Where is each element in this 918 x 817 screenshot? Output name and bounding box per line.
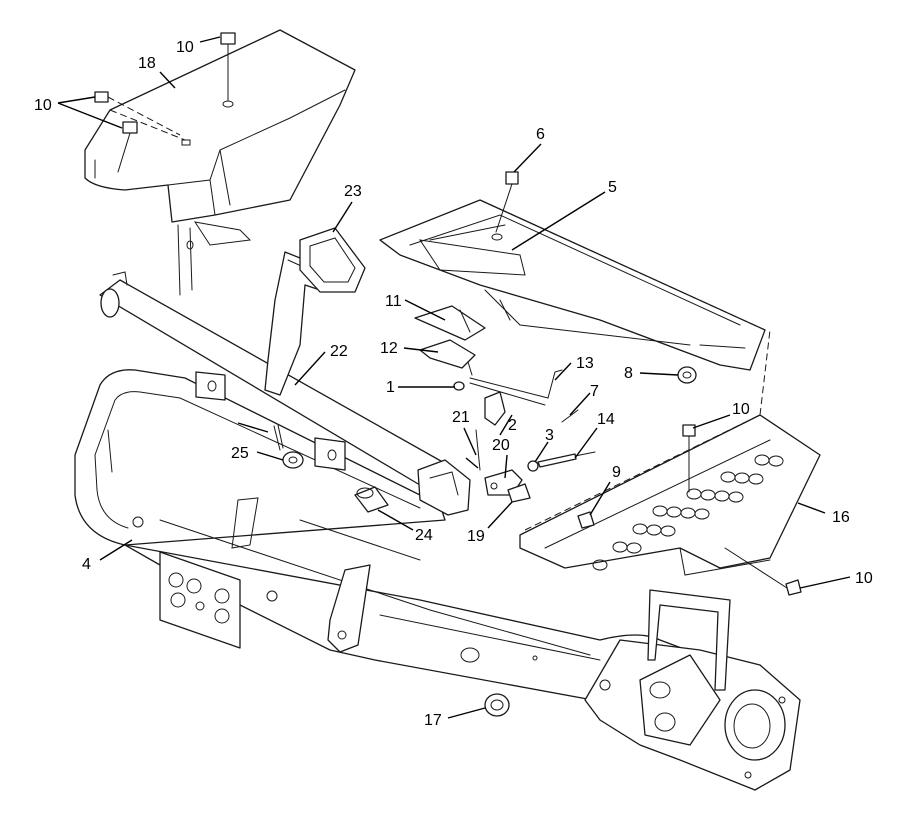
bolt-cover-mid bbox=[117, 121, 138, 173]
leader-lines bbox=[57, 36, 851, 719]
callout-15: 17 bbox=[424, 712, 442, 729]
callout-22: 23 bbox=[344, 183, 362, 200]
tread-hole bbox=[632, 523, 648, 535]
floor-plate bbox=[379, 199, 766, 371]
step-plate bbox=[519, 329, 821, 576]
callout-1: 1 bbox=[386, 379, 395, 396]
callout-3: 3 bbox=[545, 427, 554, 444]
tread-hole bbox=[754, 454, 770, 466]
axle-housing bbox=[584, 589, 801, 791]
callout-7: 7 bbox=[590, 383, 599, 400]
callout-13: 13 bbox=[576, 355, 594, 372]
cotter-25 bbox=[273, 424, 284, 451]
callout-10-top: 10 bbox=[176, 39, 194, 56]
callout-4: 4 bbox=[82, 556, 91, 573]
tread-hole bbox=[652, 505, 668, 517]
callout-11: 11 bbox=[385, 293, 402, 310]
bolt-cover-left bbox=[94, 91, 181, 136]
callout-19: 20 bbox=[492, 437, 510, 454]
bolt-9 bbox=[577, 511, 595, 529]
callout-12: 12 bbox=[380, 340, 398, 357]
callout-21: 22 bbox=[330, 343, 348, 360]
bolt-step-top bbox=[682, 424, 696, 493]
tread-hole bbox=[686, 488, 702, 500]
nut-1 bbox=[453, 381, 465, 391]
callout-2: 2 bbox=[508, 417, 517, 434]
callout-labels: 10 18 10 6 5 23 11 12 22 13 8 1 7 10 21 … bbox=[34, 39, 873, 729]
tread-hole bbox=[720, 471, 736, 483]
main-frame bbox=[74, 369, 721, 726]
callout-14: 14 bbox=[597, 411, 615, 428]
cotter-20 bbox=[475, 429, 481, 471]
nut-3 bbox=[527, 460, 539, 472]
bolt-cover-top bbox=[220, 32, 236, 101]
callout-9: 9 bbox=[612, 464, 621, 481]
callout-20: 21 bbox=[452, 409, 470, 426]
clip-2 bbox=[484, 391, 506, 426]
bracket-12 bbox=[419, 339, 476, 376]
nut-8 bbox=[677, 366, 697, 384]
tread-hole bbox=[592, 559, 608, 571]
step-holes bbox=[592, 454, 784, 571]
pin-18 bbox=[507, 483, 531, 503]
callout-18: 19 bbox=[467, 528, 485, 545]
upper-cover bbox=[84, 29, 356, 296]
callout-8: 8 bbox=[624, 365, 633, 382]
bushing-15 bbox=[484, 693, 510, 717]
bolt-step-side bbox=[724, 547, 802, 596]
bracket-11 bbox=[414, 305, 486, 341]
callout-10-step: 10 bbox=[732, 401, 750, 418]
rod-13 bbox=[469, 369, 563, 406]
callout-5: 5 bbox=[608, 179, 617, 196]
bushing-23 bbox=[354, 486, 389, 513]
callout-6: 6 bbox=[536, 126, 545, 143]
callout-17: 18 bbox=[138, 55, 156, 72]
callout-16: 16 bbox=[832, 509, 850, 526]
bolt-6 bbox=[495, 171, 519, 233]
pin-7 bbox=[561, 409, 579, 423]
callout-23: 24 bbox=[415, 527, 433, 544]
spring-rod-14 bbox=[537, 451, 596, 468]
tread-hole bbox=[612, 541, 628, 553]
callout-10-left: 10 bbox=[34, 97, 52, 114]
callout-10-bottom: 10 bbox=[855, 570, 873, 587]
callout-24: 25 bbox=[231, 445, 249, 462]
washer-24 bbox=[282, 451, 304, 469]
